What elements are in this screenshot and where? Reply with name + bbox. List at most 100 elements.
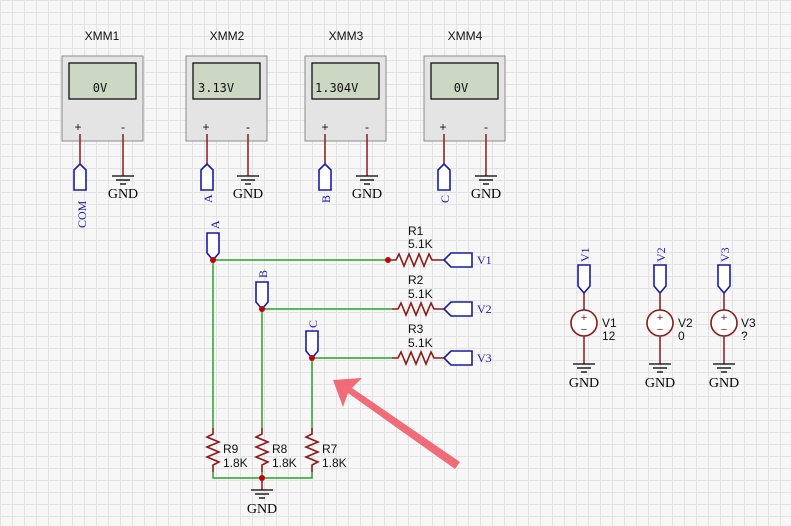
multimeter-xmm3[interactable]: XMM3 1.304V + - B GND xyxy=(304,29,387,203)
svg-text:+: + xyxy=(721,312,727,324)
multimeter-title: XMM3 xyxy=(329,29,364,43)
resistor-r3[interactable]: R3 5.1K V3 xyxy=(392,322,492,367)
multimeter-title: XMM2 xyxy=(210,29,245,43)
resistor-ref: R9 xyxy=(223,442,239,456)
net-label: C xyxy=(438,195,452,203)
port-label: V3 xyxy=(477,351,492,365)
minus-terminal-label: - xyxy=(246,120,250,134)
svg-text:−: − xyxy=(657,324,663,336)
port-v2 xyxy=(442,301,473,317)
ground-label: GND xyxy=(233,187,263,202)
svg-text:−: − xyxy=(721,324,727,336)
meter-reading: 1.304V xyxy=(315,81,358,95)
resistor-value: 5.1K xyxy=(408,237,433,251)
resistor-r8[interactable]: R8 1.8K xyxy=(253,428,297,472)
voltage-source-v1[interactable]: V1 + − V1 12 GND xyxy=(569,247,617,391)
net-label: V3 xyxy=(718,247,732,262)
net-port xyxy=(577,264,591,295)
voltage-source-v2[interactable]: V2 + − V2 0 GND xyxy=(645,247,693,391)
svg-text:+: + xyxy=(657,312,663,324)
net-port xyxy=(437,162,451,191)
plus-terminal-label: + xyxy=(321,120,328,134)
meter-reading: 0V xyxy=(454,81,468,95)
minus-terminal-label: - xyxy=(365,120,369,134)
annotation-arrow xyxy=(333,378,460,469)
ground-symbol xyxy=(112,175,134,185)
resistor-ref: R2 xyxy=(408,273,424,287)
net-port xyxy=(73,162,87,191)
minus-terminal-label: - xyxy=(484,120,488,134)
resistor-r9[interactable]: R9 1.8K xyxy=(204,428,248,472)
ground-label: GND xyxy=(108,187,138,202)
net-label-a: A xyxy=(208,220,222,229)
net-label: V1 xyxy=(578,247,592,262)
resistor-r2[interactable]: R2 5.1K V2 xyxy=(392,273,492,318)
net-label: V2 xyxy=(654,247,668,262)
net-label: B xyxy=(319,195,333,203)
multimeter-title: XMM4 xyxy=(448,29,483,43)
ground-symbol xyxy=(649,363,671,373)
port-v1 xyxy=(442,252,473,268)
resistor-value: 1.8K xyxy=(223,456,248,470)
net-label: A xyxy=(201,194,215,203)
ground-label: GND xyxy=(247,502,277,517)
resistor-value: 1.8K xyxy=(322,456,347,470)
net-port xyxy=(717,264,731,295)
meter-display xyxy=(192,62,261,100)
minus-terminal-label: - xyxy=(121,120,125,134)
resistor-value: 5.1K xyxy=(408,287,433,301)
ground-label: GND xyxy=(569,376,599,391)
net-port-c xyxy=(305,330,319,360)
ground-symbol xyxy=(251,489,273,499)
port-label: V2 xyxy=(477,302,492,316)
plus-terminal-label: + xyxy=(74,120,81,134)
net-label-b: B xyxy=(256,270,270,278)
ground-label: GND xyxy=(709,376,739,391)
source-value: ? xyxy=(741,329,748,343)
meter-display xyxy=(311,62,380,100)
ground-label: GND xyxy=(645,376,675,391)
net-label-c: C xyxy=(306,320,320,328)
resistor-ref: R3 xyxy=(408,322,424,336)
meter-reading: 3.13V xyxy=(198,81,234,95)
net-port-a xyxy=(206,232,220,262)
resistor-ref: R1 xyxy=(408,224,424,238)
source-value: 0 xyxy=(678,329,685,343)
resistor-network: A B C R1 5.1K V1 R2 5.1K V2 R3 5.1K V3 xyxy=(204,220,492,517)
port-v3 xyxy=(442,350,473,366)
ground-symbol xyxy=(475,175,497,185)
source-value: 12 xyxy=(602,329,616,343)
resistor-value: 1.8K xyxy=(272,456,297,470)
meter-reading: 0V xyxy=(93,81,107,95)
ground-label: GND xyxy=(471,187,501,202)
ground-symbol xyxy=(573,363,595,373)
meter-display xyxy=(68,62,137,100)
resistor-r7[interactable]: R7 1.8K xyxy=(303,428,347,472)
ground-symbol xyxy=(356,175,378,185)
plus-terminal-label: + xyxy=(439,120,446,134)
source-ref: V1 xyxy=(602,316,617,330)
net-port-b xyxy=(255,281,269,311)
ground-symbol xyxy=(713,363,735,373)
ground-symbol xyxy=(237,175,259,185)
source-ref: V3 xyxy=(741,316,756,330)
junction-dot xyxy=(385,257,391,263)
multimeter-xmm2[interactable]: XMM2 3.13V + - A GND xyxy=(185,29,268,203)
ground-label: GND xyxy=(352,187,382,202)
voltage-source-v3[interactable]: V3 + − V3 ? GND xyxy=(709,247,756,391)
net-port xyxy=(200,162,214,191)
svg-text:−: − xyxy=(581,324,587,336)
net-port xyxy=(318,162,332,191)
resistor-value: 5.1K xyxy=(408,336,433,350)
port-label: V1 xyxy=(477,253,492,267)
multimeter-xmm1[interactable]: XMM1 0V + - COM GND xyxy=(61,29,144,228)
svg-text:+: + xyxy=(581,312,587,324)
source-ref: V2 xyxy=(678,316,693,330)
net-port xyxy=(653,264,667,295)
multimeter-xmm4[interactable]: XMM4 0V + - C GND xyxy=(423,29,506,203)
net-label: COM xyxy=(75,200,89,228)
junction-dot xyxy=(210,257,216,263)
resistor-ref: R8 xyxy=(272,442,288,456)
resistor-r1[interactable]: R1 5.1K V1 xyxy=(388,224,492,269)
